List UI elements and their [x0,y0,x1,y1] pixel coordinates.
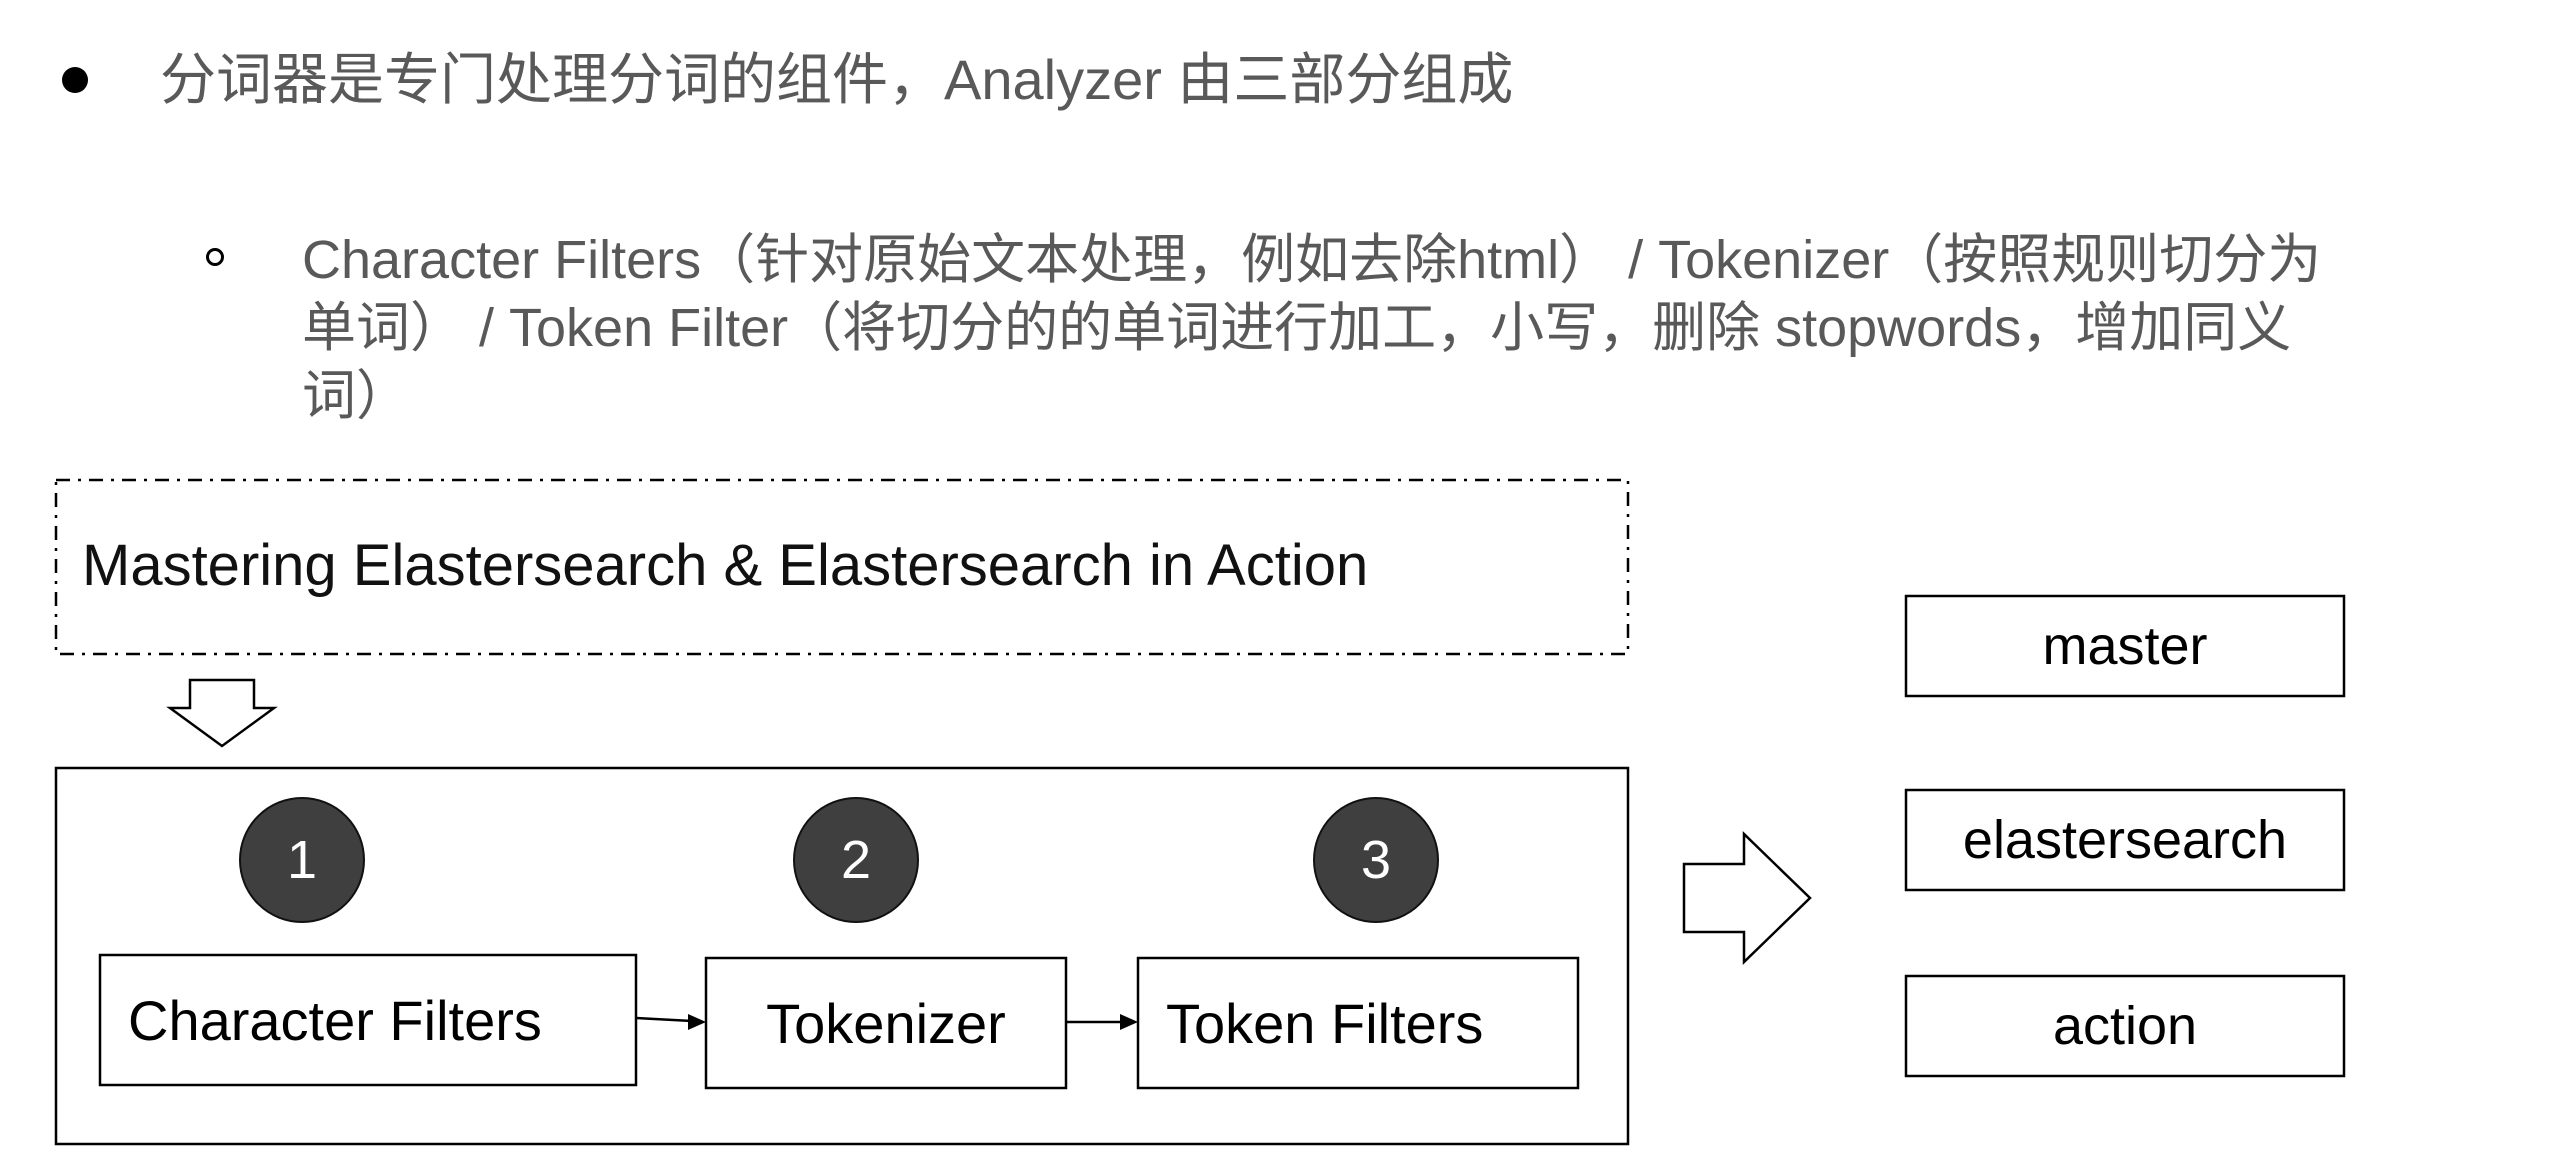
stage-label-2: Tokenizer [766,991,1006,1055]
arrow-1-2-head [688,1014,706,1030]
token-label-3: action [2052,996,2198,1056]
input-text-box [54,478,1630,656]
stage-number-1: 1 [286,830,318,890]
stage-2-box [704,956,1068,1090]
output-arrow-icon [1682,831,1812,965]
token-box-2 [1904,788,2346,892]
input-text: Mastering Elastersearch & Elastersearch … [82,533,1369,598]
stage-label-1: Character Filters [128,988,542,1052]
token-label-2: elastersearch [1962,810,2288,870]
stage-2-circle [793,797,919,923]
stage-number-2: 2 [840,830,872,890]
token-box-3 [1904,974,2346,1078]
token-box-1 [1904,594,2346,698]
stage-3-box [1136,956,1580,1090]
stage-label-3: Token Filters [1166,991,1484,1055]
analyzer-box [54,766,1630,1146]
down-arrow-icon [166,678,278,748]
sub-bullet-text: Character Filters（针对原始文本处理，例如去除html） / T… [302,230,2322,426]
stage-1-circle [239,797,365,923]
stage-3-circle [1313,797,1439,923]
bullet-text: 分词器是专门处理分词的组件，Analyzer 由三部分组成 [160,48,1514,111]
stage-number-3: 3 [1360,830,1392,890]
stage-1-box [98,953,638,1087]
arrow-2-3-head [1120,1014,1138,1030]
bullet-dot [62,67,88,93]
sub-bullet-circle [206,248,224,266]
token-label-1: master [2042,616,2208,676]
arrow-1-2 [635,1016,693,1023]
